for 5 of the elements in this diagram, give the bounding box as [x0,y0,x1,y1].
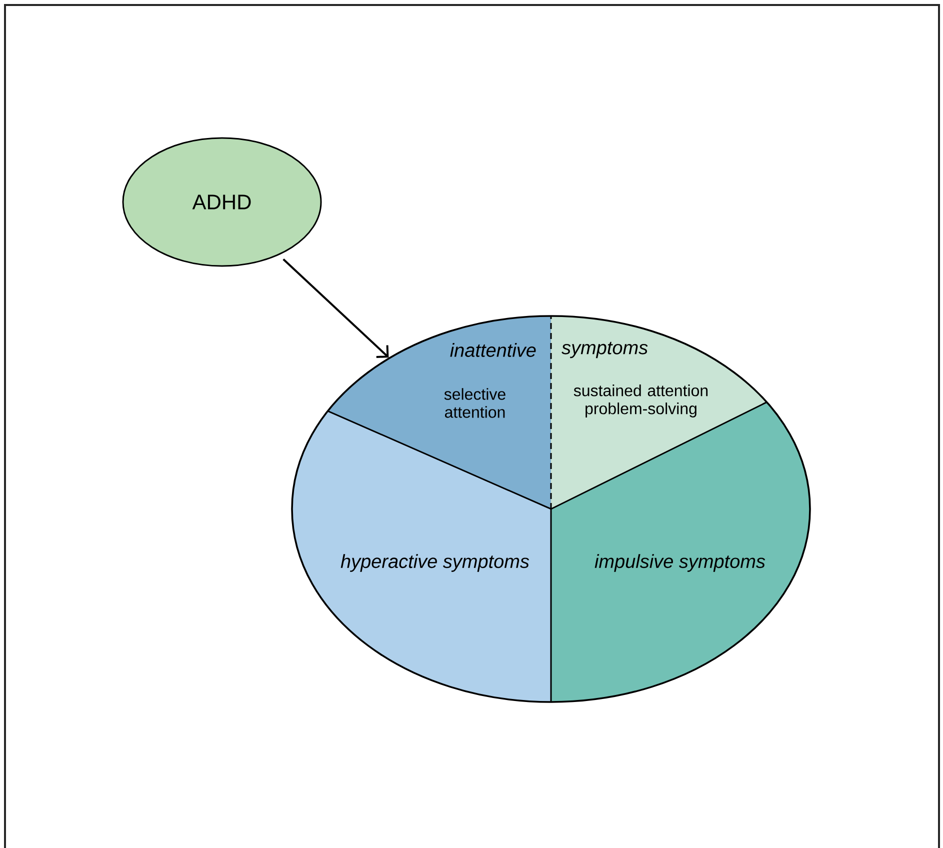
ellipse-outline [291,315,811,703]
pie-sector: inattentive selective attention [328,316,551,509]
ellipse-node: ADHD [122,137,322,267]
pie-sector: symptoms sustained attention problem-solving [551,316,767,509]
arrow [282,258,389,358]
